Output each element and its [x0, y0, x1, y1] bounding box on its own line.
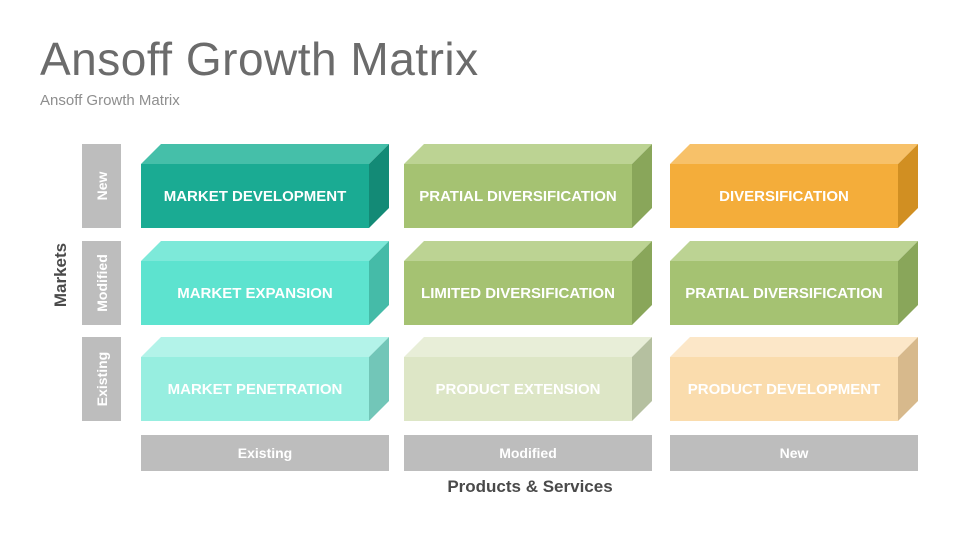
row-label-text: Existing: [93, 351, 110, 407]
cell-limited-diversification: LIMITED DIVERSIFICATION: [404, 241, 652, 325]
row-label-text: New: [93, 171, 110, 201]
products-services-axis-title: Products & Services: [447, 477, 613, 496]
cell-label: PRODUCT DEVELOPMENT: [687, 380, 881, 398]
row-label-existing: Existing: [82, 337, 121, 421]
cell-market-expansion: MARKET EXPANSION: [141, 241, 389, 325]
cell-product-development: PRODUCT DEVELOPMENT: [670, 337, 918, 421]
block-top-face: [404, 241, 652, 261]
block-front-face: MARKET DEVELOPMENT: [141, 164, 369, 228]
cell-market-development: MARKET DEVELOPMENT: [141, 144, 389, 228]
cell-label: PRATIAL DIVERSIFICATION: [685, 284, 883, 302]
row-label-modified: Modified: [82, 241, 121, 325]
block-top-face: [404, 337, 652, 357]
row-label-new: New: [82, 144, 121, 228]
block-front-face: PRODUCT EXTENSION: [404, 357, 632, 421]
block-side-face: [632, 241, 652, 325]
markets-axis-title: Markets: [51, 242, 70, 308]
block-side-face: [369, 337, 389, 421]
block-top-face: [404, 144, 652, 164]
page-subtitle: Ansoff Growth Matrix: [40, 92, 180, 109]
column-label-new: New: [670, 435, 918, 471]
block-front-face: DIVERSIFICATION: [670, 164, 898, 228]
cell-label: MARKET DEVELOPMENT: [163, 187, 347, 205]
cell-label: LIMITED DIVERSIFICATION: [421, 284, 615, 302]
cell-partial-diversification-top: PRATIAL DIVERSIFICATION: [404, 144, 652, 228]
block-front-face: PRODUCT DEVELOPMENT: [670, 357, 898, 421]
cell-label: PRODUCT EXTENSION: [435, 380, 601, 398]
block-top-face: [141, 337, 389, 357]
cell-partial-diversification-middle: PRATIAL DIVERSIFICATION: [670, 241, 918, 325]
cell-label: MARKET EXPANSION: [177, 284, 333, 302]
block-side-face: [632, 144, 652, 228]
cell-diversification: DIVERSIFICATION: [670, 144, 918, 228]
cell-label: PRATIAL DIVERSIFICATION: [419, 187, 617, 205]
cell-product-extension: PRODUCT EXTENSION: [404, 337, 652, 421]
page-title: Ansoff Growth Matrix: [40, 33, 479, 85]
block-side-face: [369, 241, 389, 325]
block-side-face: [898, 337, 918, 421]
row-label-text: Modified: [93, 254, 110, 312]
block-front-face: LIMITED DIVERSIFICATION: [404, 261, 632, 325]
column-label-modified: Modified: [404, 435, 652, 471]
block-top-face: [141, 144, 389, 164]
block-top-face: [670, 241, 918, 261]
block-top-face: [670, 144, 918, 164]
block-top-face: [141, 241, 389, 261]
block-side-face: [369, 144, 389, 228]
cell-market-penetration: MARKET PENETRATION: [141, 337, 389, 421]
block-front-face: MARKET EXPANSION: [141, 261, 369, 325]
block-side-face: [632, 337, 652, 421]
block-side-face: [898, 241, 918, 325]
block-side-face: [898, 144, 918, 228]
block-front-face: MARKET PENETRATION: [141, 357, 369, 421]
block-front-face: PRATIAL DIVERSIFICATION: [670, 261, 898, 325]
block-front-face: PRATIAL DIVERSIFICATION: [404, 164, 632, 228]
block-top-face: [670, 337, 918, 357]
cell-label: MARKET PENETRATION: [167, 380, 343, 398]
column-label-existing: Existing: [141, 435, 389, 471]
cell-label: DIVERSIFICATION: [719, 187, 849, 205]
